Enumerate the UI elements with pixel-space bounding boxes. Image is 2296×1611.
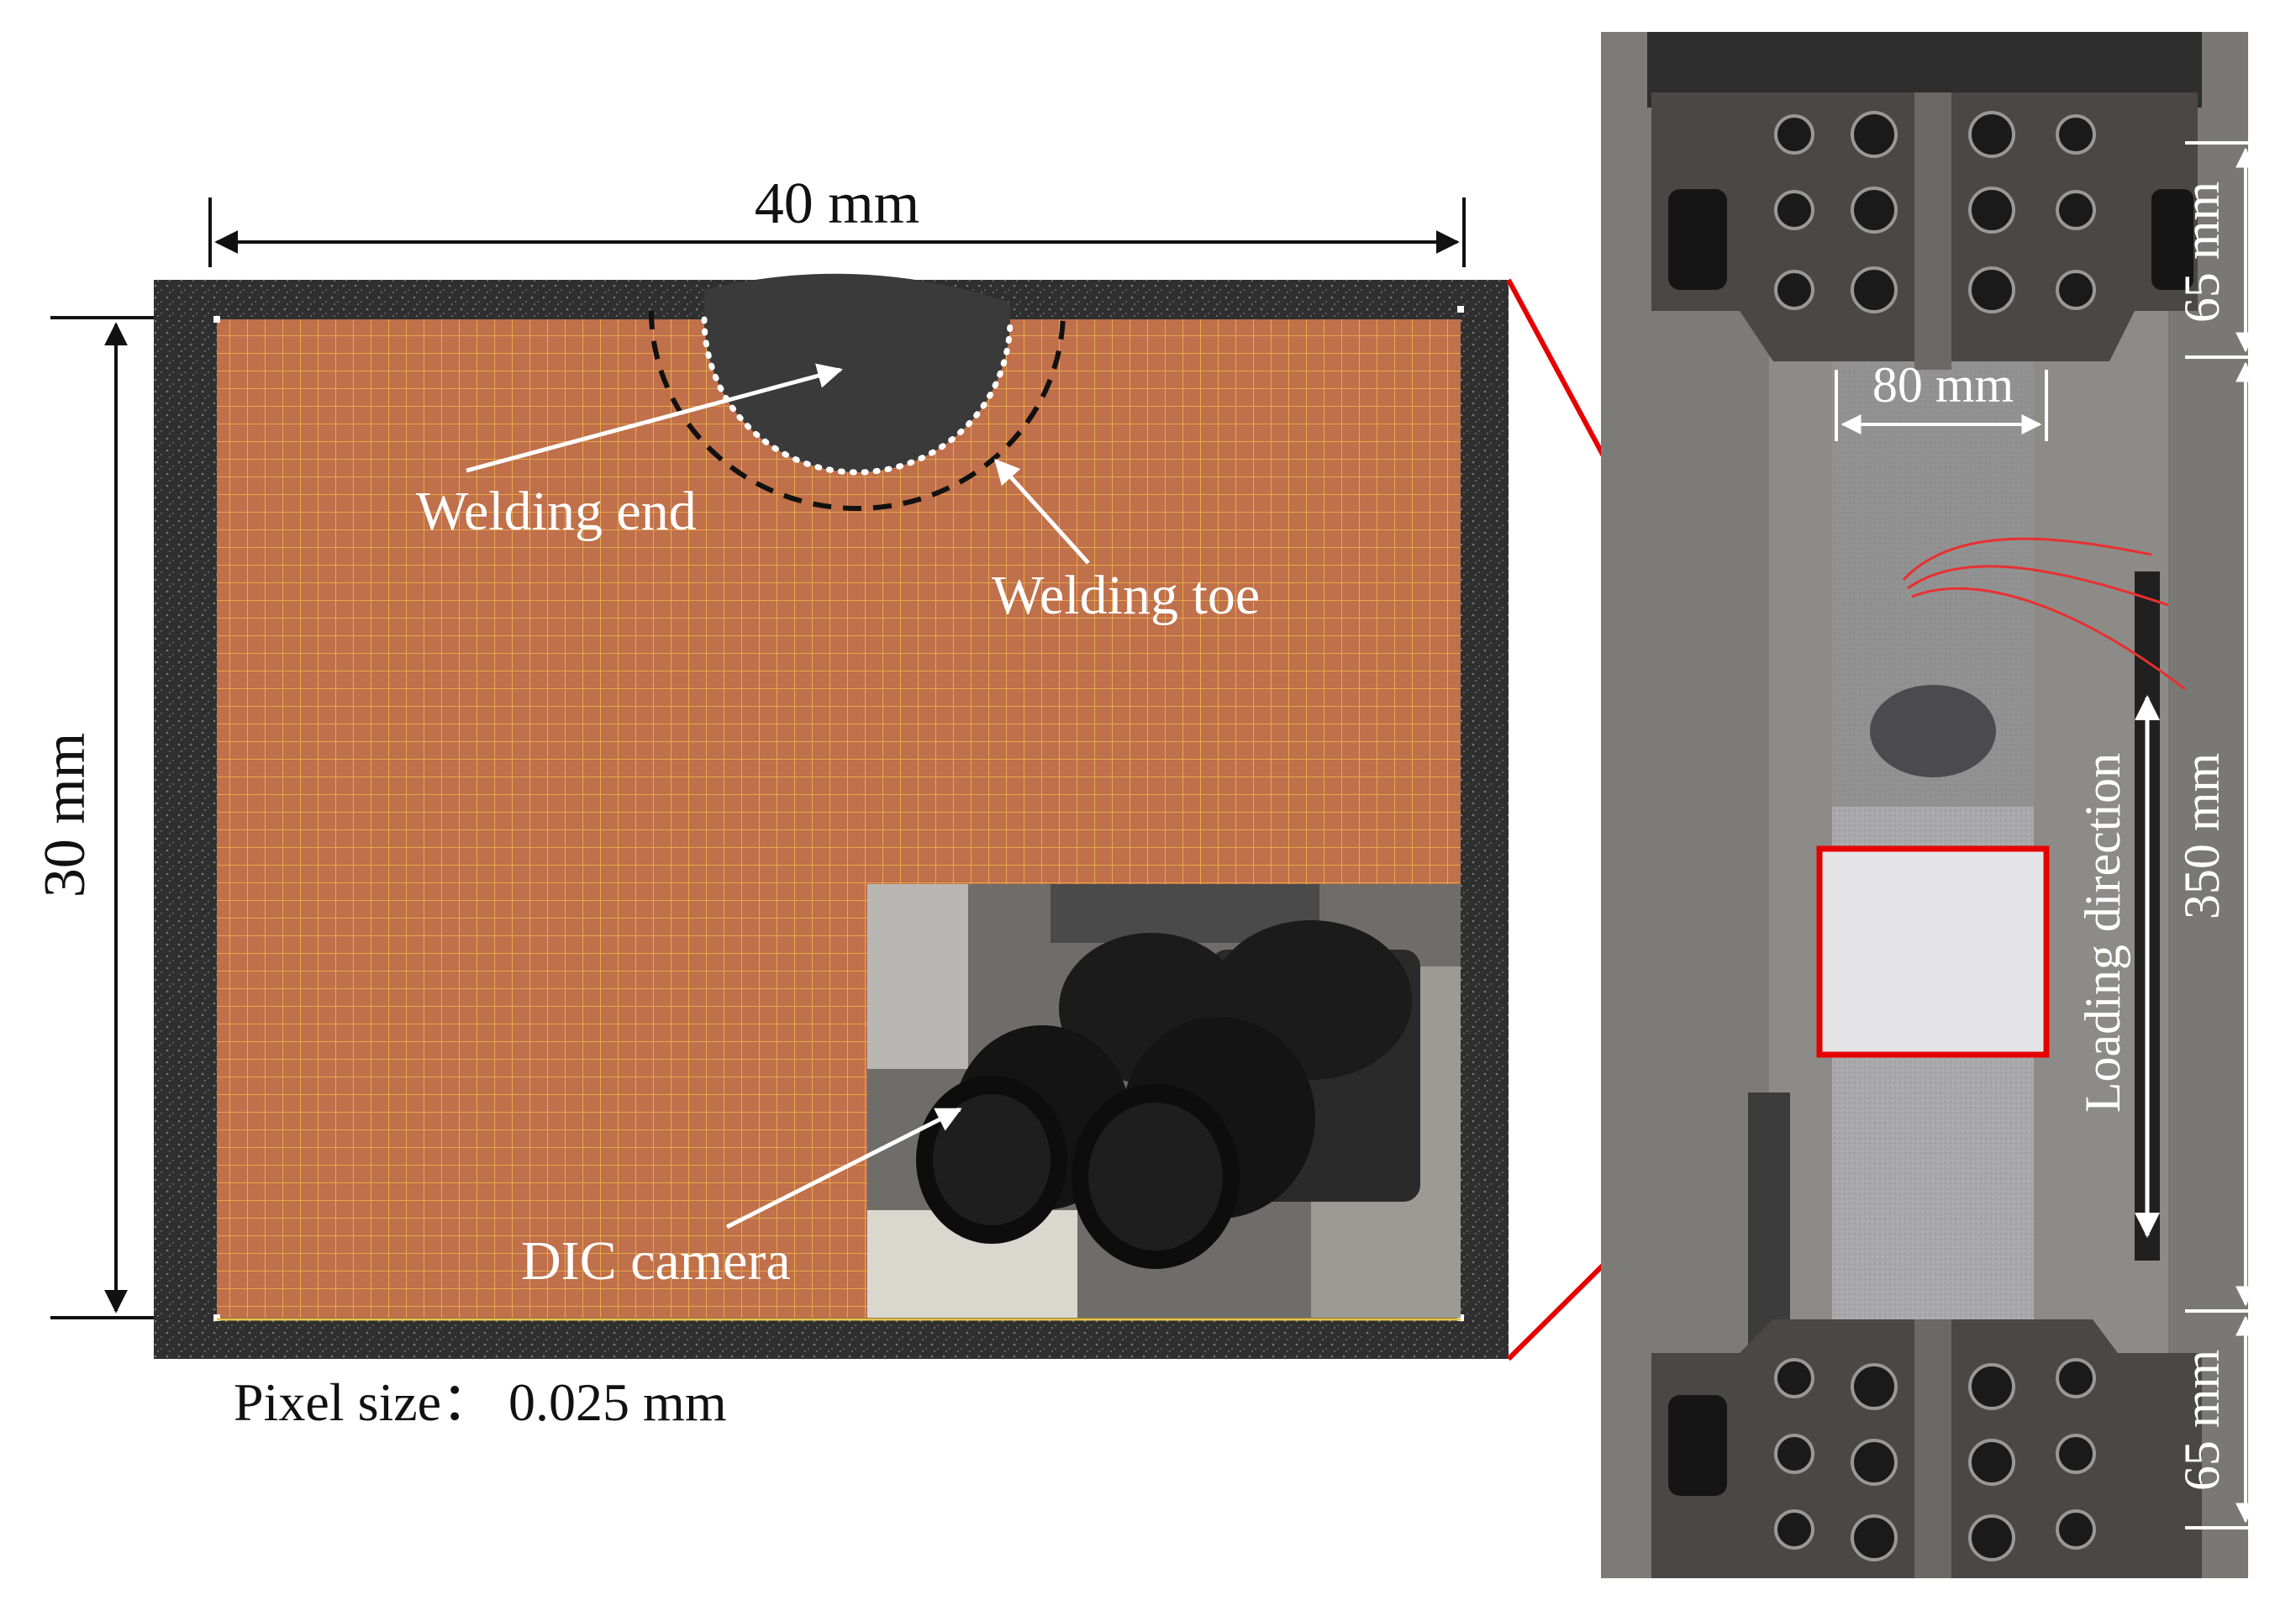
welding-end-label: Welding end [416,481,697,542]
specimen-width-label: 80 mm [1872,357,2014,413]
top-grip-length-label: 65 mm [2174,182,2230,323]
pixel-size-label: Pixel size： 0.025 mm [234,1372,727,1432]
welding-toe-label: Welding toe [992,565,1260,626]
grip-center-slot [1914,1319,1951,1578]
dic-camera-inset: DIC camera [521,884,1461,1318]
dic-area-fill [1819,849,2046,1055]
dic-camera-label: DIC camera [521,1230,791,1292]
weld-end-region [704,273,1010,472]
bottom-grip-length-label: 65 mm [2174,1350,2230,1491]
width-dimension: 40 mm [208,171,1466,267]
top-grip [1647,32,2202,370]
arrow-icon [993,458,1090,565]
grip-handle-left [1668,1395,1727,1496]
dic-area-box [1816,845,2050,1058]
arrow-icon [466,363,843,473]
roi-corner [213,316,220,323]
test-setup-photo: 80 mm 65 mm 350 mm 65 mm Loading directi… [1601,32,2269,1578]
grip-bolt-hole-icon [1774,111,2096,313]
height-label: 30 mm [33,733,97,898]
height-dimension: 30 mm [33,316,154,1319]
specimen-length-label: 350 mm [2174,753,2230,919]
roi-boundary-dots [701,316,1014,476]
width-label: 40 mm [755,171,919,236]
bottom-grip [1651,1319,2202,1578]
dic-image-panel: Welding end Welding toe [154,273,1509,1359]
grip-center-slot [1914,92,1951,370]
roi-corner [1457,306,1464,313]
welding-toe-arc [649,310,1066,511]
strain-gauge-area [1870,685,1996,777]
camera-lens-icon [1072,920,1412,1269]
gauge-wires [1902,537,2186,691]
inset-bg-shelf [867,884,968,1069]
roi-corner [213,1314,220,1321]
arrow-icon [725,1107,962,1229]
grip-handle-left [1668,189,1727,290]
grip-bolt-hole-icon [1774,1358,2096,1561]
grip-handle-right [2151,189,2193,290]
loading-direction-label: Loading direction [2075,753,2130,1113]
